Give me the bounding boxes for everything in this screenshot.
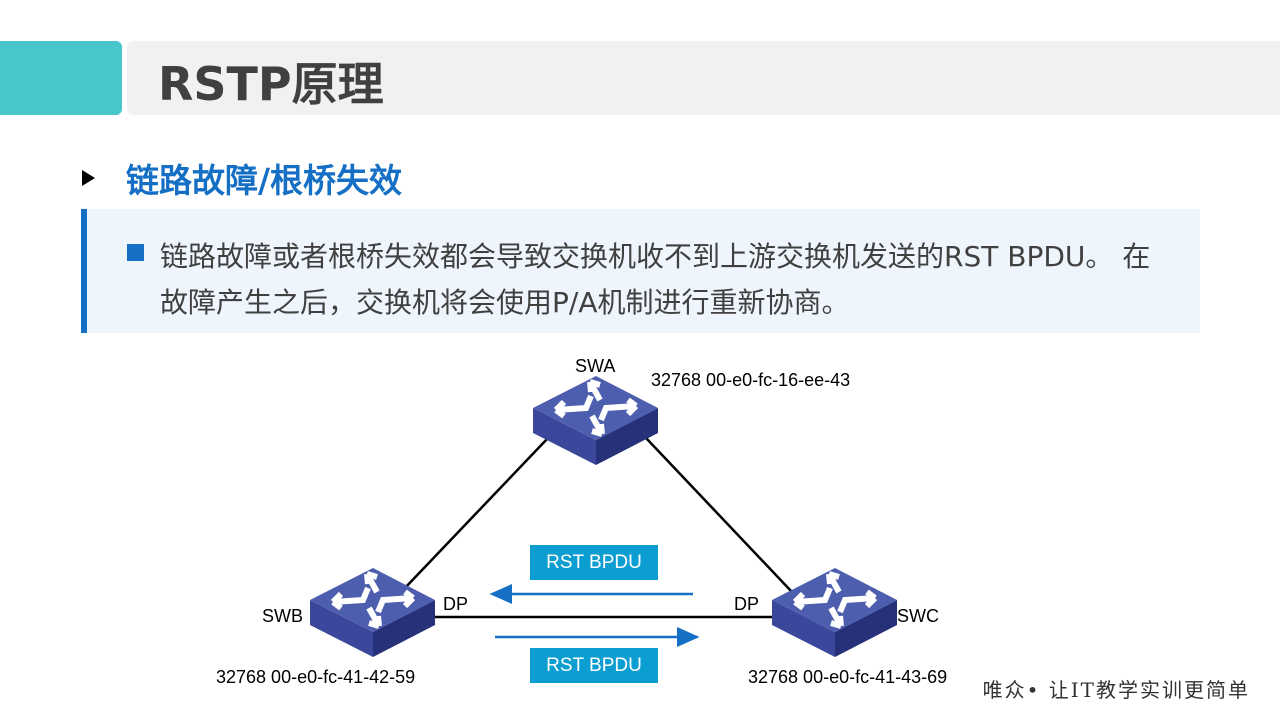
link-swa-swc [645,437,793,593]
swb-label: SWB [262,606,304,626]
switch-swc-icon [772,568,897,657]
swb-bridge-id: 32768 00-e0-fc-41-42-59 [216,667,416,687]
bullet-square-icon [127,244,144,261]
swc-label: SWC [897,606,939,626]
title-accent [0,41,122,115]
swb-port-role: DP [443,594,469,614]
swc-bridge-id: 32768 00-e0-fc-41-43-69 [748,667,948,687]
swa-bridge-id: 32768 00-e0-fc-16-ee-43 [651,370,851,390]
footer-slogan: 唯众• 让IT教学实训更简单 [982,678,1250,702]
swc-port-role: DP [734,594,760,614]
section-heading: 链路故障/根桥失效 [126,161,403,200]
content-text: 链路故障或者根桥失效都会导致交换机收不到上游交换机发送的RST BPDU。 在故… [160,240,1151,319]
rst-bpdu-label-top: RST BPDU [530,545,658,580]
content-box [81,209,1200,333]
rst-bpdu-label-bottom: RST BPDU [530,648,658,683]
switch-swb-icon [310,568,435,657]
switch-swa-icon [533,376,658,465]
title-bar [127,41,1280,115]
link-swa-swb [402,437,549,591]
swa-label: SWA [575,356,616,376]
bullet-triangle-icon [82,170,95,186]
page-title: RSTP原理 [158,57,384,111]
